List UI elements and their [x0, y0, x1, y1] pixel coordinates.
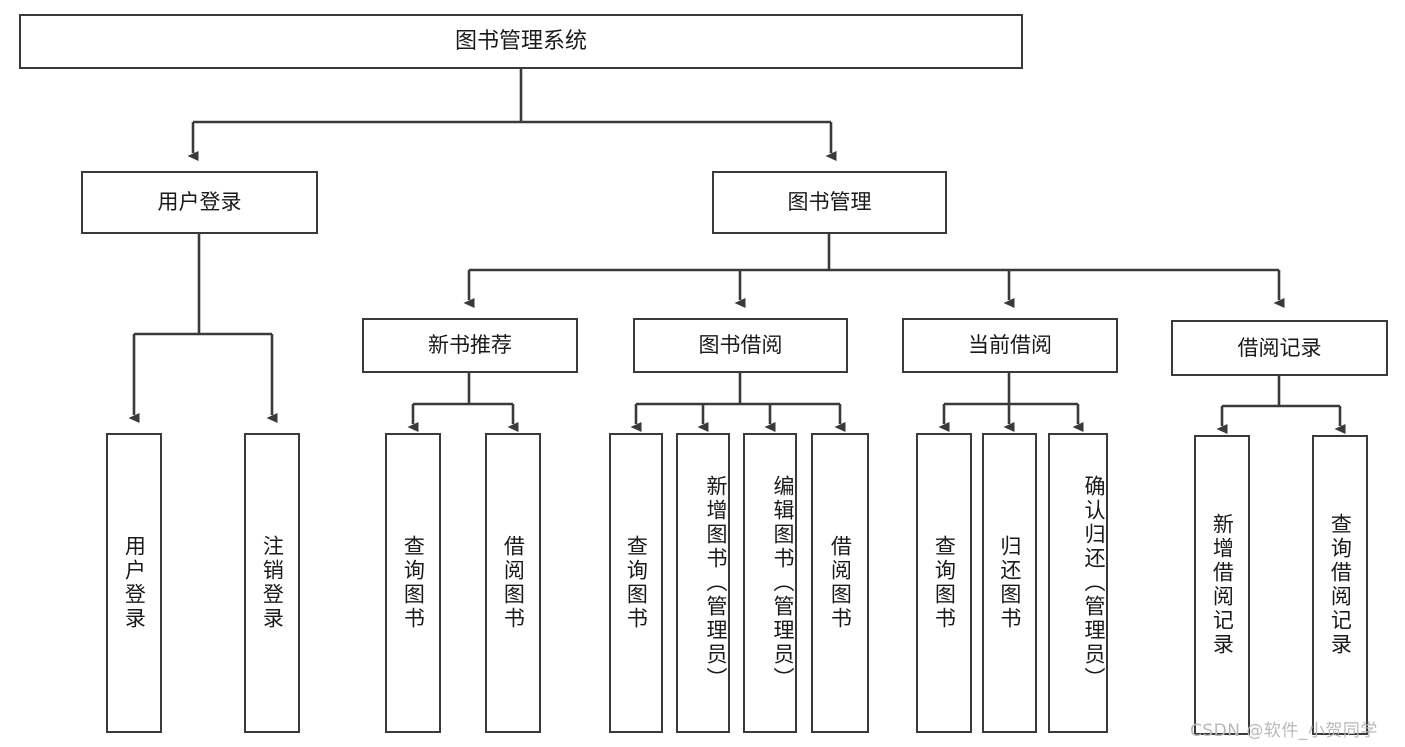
node-label: 用户登录: [157, 190, 242, 215]
node-user-login[interactable]: 用户登录: [81, 171, 318, 234]
node-current-borrow[interactable]: 当前借阅: [902, 318, 1118, 373]
leaf-current-borrow-return[interactable]: 归还图书: [982, 433, 1037, 733]
leaf-new-book-query[interactable]: 查询图书: [385, 433, 441, 733]
node-label: 新书推荐: [428, 333, 512, 358]
node-borrow-records[interactable]: 借阅记录: [1171, 320, 1388, 376]
node-label: 查询图书: [624, 535, 649, 631]
node-label: 图书借阅: [698, 333, 783, 358]
leaf-user-login-logout[interactable]: 注销登录: [244, 433, 300, 733]
node-label: 新增借阅记录: [1210, 513, 1235, 657]
leaf-current-borrow-query[interactable]: 查询图书: [916, 433, 972, 733]
csdn-watermark: CSDN @软件_小贺同学: [1190, 721, 1378, 741]
node-label: 借阅记录: [1237, 335, 1322, 360]
node-label: 编辑图书（管理员）: [771, 475, 795, 691]
leaf-book-borrow-query[interactable]: 查询图书: [609, 433, 663, 733]
leaf-borrow-record-query[interactable]: 查询借阅记录: [1312, 435, 1368, 735]
node-label: 确认归还（管理员）: [1082, 475, 1106, 691]
leaf-book-borrow-edit[interactable]: 编辑图书（管理员）: [743, 433, 797, 733]
node-label: 归还图书: [997, 535, 1022, 631]
node-label: 借阅图书: [828, 535, 853, 631]
node-book-management[interactable]: 图书管理: [712, 171, 947, 234]
node-label: 查询图书: [932, 535, 957, 631]
node-label: 图书管理: [787, 190, 872, 215]
node-label: 图书管理系统: [454, 28, 587, 54]
node-book-borrow[interactable]: 图书借阅: [633, 318, 848, 373]
node-label: 注销登录: [260, 535, 285, 631]
node-book-management-system[interactable]: 图书管理系统: [19, 14, 1023, 69]
leaf-new-book-borrow[interactable]: 借阅图书: [485, 433, 541, 733]
leaf-borrow-record-add[interactable]: 新增借阅记录: [1194, 435, 1250, 735]
leaf-current-borrow-confirm-return[interactable]: 确认归还（管理员）: [1048, 433, 1108, 733]
node-new-book-recommend[interactable]: 新书推荐: [362, 318, 578, 373]
leaf-book-borrow-add[interactable]: 新增图书（管理员）: [676, 433, 730, 733]
node-label: 查询图书: [401, 535, 426, 631]
node-label: 借阅图书: [501, 535, 526, 631]
node-label: 查询借阅记录: [1328, 513, 1353, 657]
node-label: 当前借阅: [968, 333, 1052, 358]
node-label: 用户登录: [122, 535, 147, 631]
node-label: 新增图书（管理员）: [704, 475, 728, 691]
leaf-book-borrow-borrow[interactable]: 借阅图书: [811, 433, 869, 733]
leaf-user-login-login[interactable]: 用户登录: [106, 433, 162, 733]
